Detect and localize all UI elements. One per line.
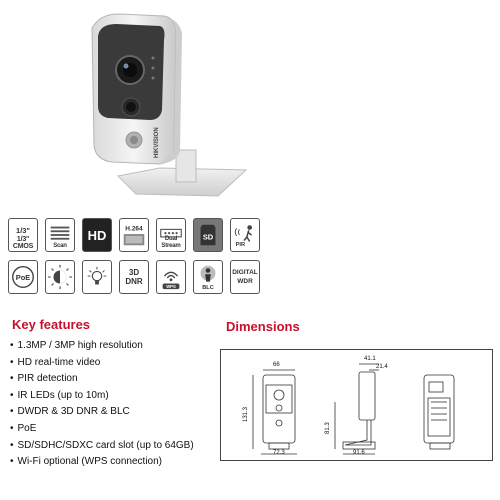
poe-icon: PoE xyxy=(8,260,38,294)
dim-depth-top: 41.1 xyxy=(364,356,376,362)
wps-icon: WPS xyxy=(156,260,186,294)
dimensions-drawing: 66 131.3 72.3 41.1 21.4 81.3 91.6 xyxy=(220,349,493,461)
blc-icon: BLC xyxy=(193,260,223,294)
key-features-title: Key features xyxy=(12,317,91,332)
brand-text: HIKVISION xyxy=(154,127,160,158)
feature-icon-grid: 1/3" 1/3" CMOS Scan HD H.264 Dual Stream… xyxy=(8,218,260,294)
dim-height-side: 81.3 xyxy=(325,422,331,434)
h264-icon: H.264 xyxy=(119,218,149,252)
svg-text:H.264: H.264 xyxy=(125,225,143,232)
svg-text:WPS: WPS xyxy=(166,284,176,289)
hd-icon: HD xyxy=(82,218,112,252)
digital-wdr-icon: DIGITAL WDR xyxy=(230,260,260,294)
svg-text:PoE: PoE xyxy=(16,273,31,282)
key-features-list: 1.3MP / 3MP high resolution HD real-time… xyxy=(10,338,194,471)
dimension-lines xyxy=(252,363,455,455)
product-photo: HIKVISION xyxy=(91,13,248,197)
sd-card-icon: SD xyxy=(193,218,223,252)
list-item: DWDR & 3D DNR & BLC xyxy=(10,404,194,421)
list-item: HD real-time video xyxy=(10,355,194,372)
list-item: SD/SDHC/SDXC card slot (up to 64GB) xyxy=(10,438,194,455)
list-item: IR LEDs (up to 10m) xyxy=(10,388,194,405)
list-item: 1.3MP / 3MP high resolution xyxy=(10,338,194,355)
list-item: PoE xyxy=(10,421,194,438)
dim-width-bottom-front: 72.3 xyxy=(273,450,285,456)
svg-text:BLC: BLC xyxy=(202,285,214,291)
dim-depth-top2: 21.4 xyxy=(376,364,388,370)
svg-text:1/3": 1/3" xyxy=(16,226,30,235)
dim-width-top: 66 xyxy=(273,362,280,368)
scan-icon: Scan xyxy=(45,218,75,252)
ir-icon xyxy=(82,260,112,294)
dimensions-title: Dimensions xyxy=(226,319,300,334)
list-item: PIR detection xyxy=(10,371,194,388)
list-item: Wi-Fi optional (WPS connection) xyxy=(10,454,194,471)
dual-stream-icon: Dual Stream xyxy=(156,218,186,252)
dim-depth-bottom: 91.6 xyxy=(353,450,365,456)
svg-text:PIR: PIR xyxy=(236,242,245,248)
svg-text:SD: SD xyxy=(203,233,214,242)
dim-height-left: 131.3 xyxy=(243,406,249,422)
cmos-icon: 1/3" 1/3" CMOS xyxy=(8,218,38,252)
pir-icon: PIR xyxy=(230,218,260,252)
day-night-icon xyxy=(45,260,75,294)
3d-dnr-icon: 3D DNR xyxy=(119,260,149,294)
